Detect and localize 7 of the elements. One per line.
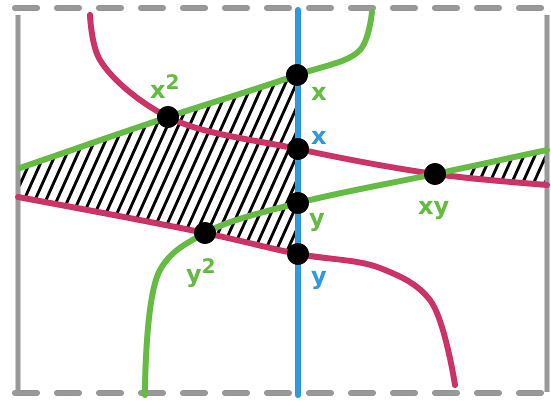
- point-label: x: [311, 80, 326, 104]
- point-label: y: [311, 264, 327, 288]
- point-label: y: [309, 206, 325, 230]
- point-label: x: [311, 124, 326, 148]
- point-label: y$^{2}$: [186, 256, 216, 286]
- point-label: xy: [418, 194, 450, 218]
- point-label: x$^{2}$: [150, 72, 180, 102]
